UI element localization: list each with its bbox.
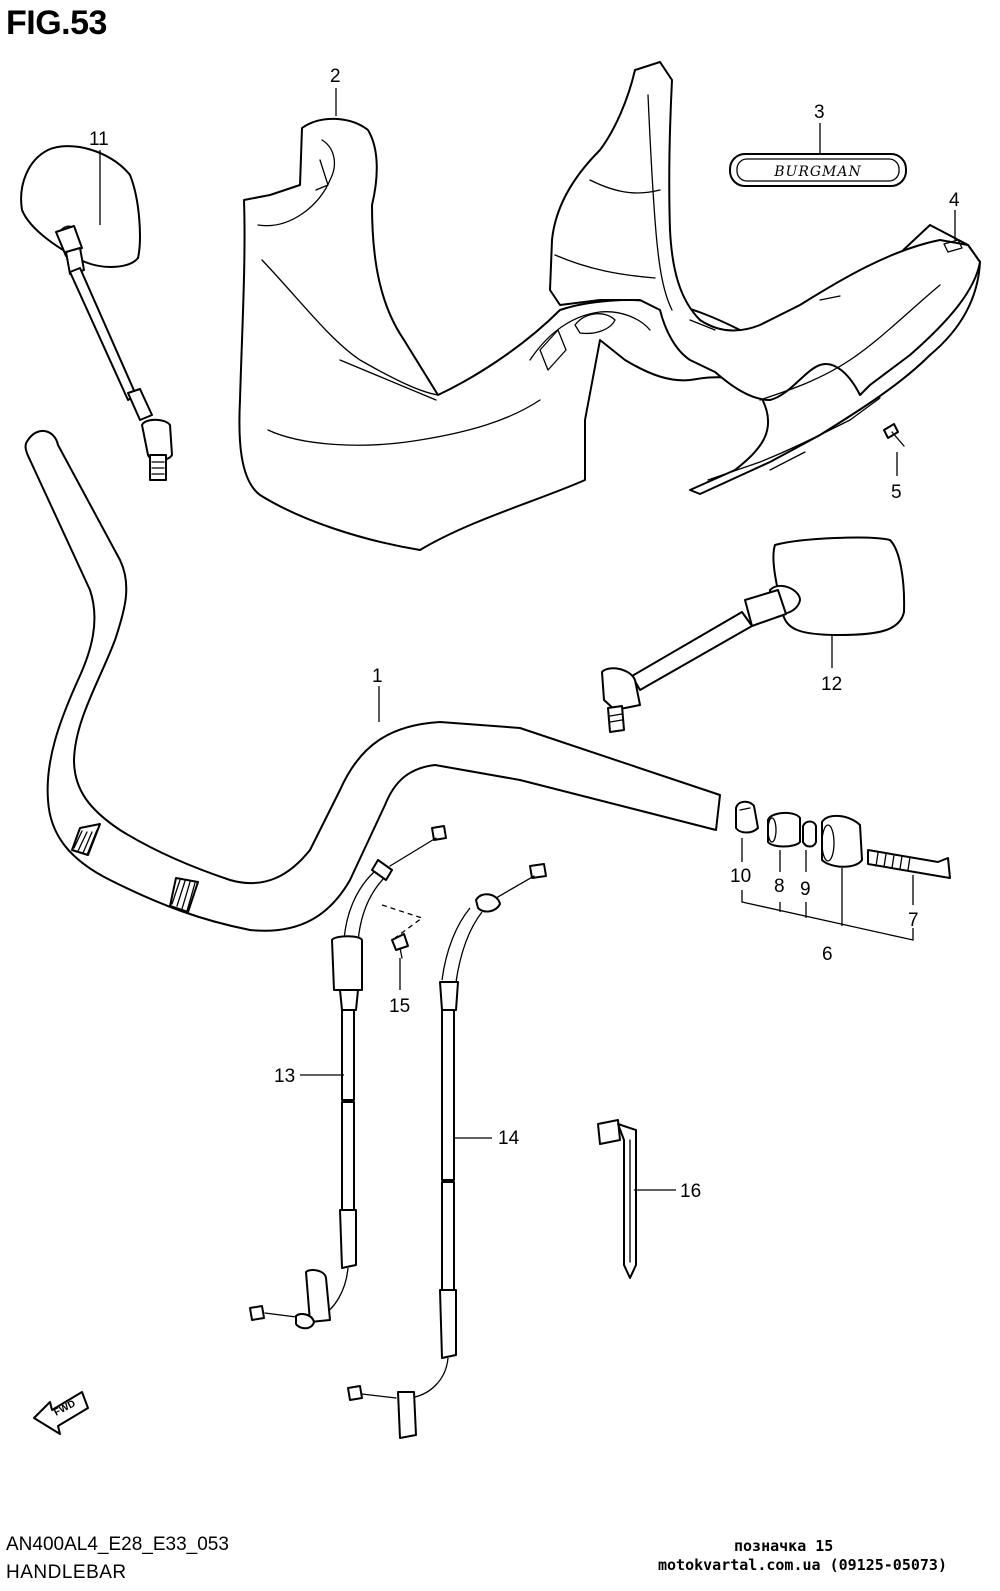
figure-title: FIG.53: [6, 4, 107, 42]
watermark-line-1: позначка 15: [734, 1537, 834, 1555]
model-code: AN400AL4_E28_E33_053: [6, 1534, 229, 1555]
callout-14: 14: [498, 1128, 520, 1149]
callout-6: 6: [822, 944, 833, 965]
callout-9: 9: [800, 879, 811, 900]
handlebar-cover-rear: [549, 61, 981, 401]
emblem-text: BURGMAN: [773, 164, 862, 180]
callout-1: 1: [372, 666, 383, 687]
callout-12: 12: [821, 674, 842, 695]
callout-2: 2: [330, 66, 341, 87]
callout-8: 8: [774, 876, 785, 897]
fwd-arrow-icon: FWD: [33, 1391, 89, 1435]
cable-tie-16: [597, 1119, 637, 1279]
callout-11: 11: [89, 129, 109, 150]
throttle-cable-13: [249, 825, 447, 1330]
mirror-right: [601, 536, 906, 733]
handlebar-cover-front: [238, 117, 981, 551]
watermark-line-2: motokvartal.com.ua (09125-05073): [658, 1556, 947, 1574]
screw-15: [391, 933, 409, 959]
callout-13: 13: [274, 1066, 295, 1087]
bar-end-balancer: [735, 800, 951, 879]
screw-5: [883, 423, 905, 447]
callout-16: 16: [680, 1181, 701, 1202]
callout-7: 7: [908, 910, 919, 931]
callout-15: 15: [389, 996, 410, 1017]
callout-3: 3: [814, 102, 825, 123]
throttle-cable-14: [347, 863, 547, 1439]
callout-10: 10: [730, 866, 751, 887]
callout-5: 5: [891, 482, 902, 503]
mirror-left: [20, 145, 173, 481]
callout-4: 4: [949, 190, 960, 211]
callout-numbers: 1 2 3 4 5 6 7 8 9 10 11 12 13 14 15 16: [89, 66, 960, 1202]
burgman-emblem: BURGMAN: [729, 153, 907, 187]
figure-caption: HANDLEBAR: [6, 1562, 127, 1583]
handlebar: [24, 430, 721, 932]
callout-leaders: [99, 88, 956, 1191]
